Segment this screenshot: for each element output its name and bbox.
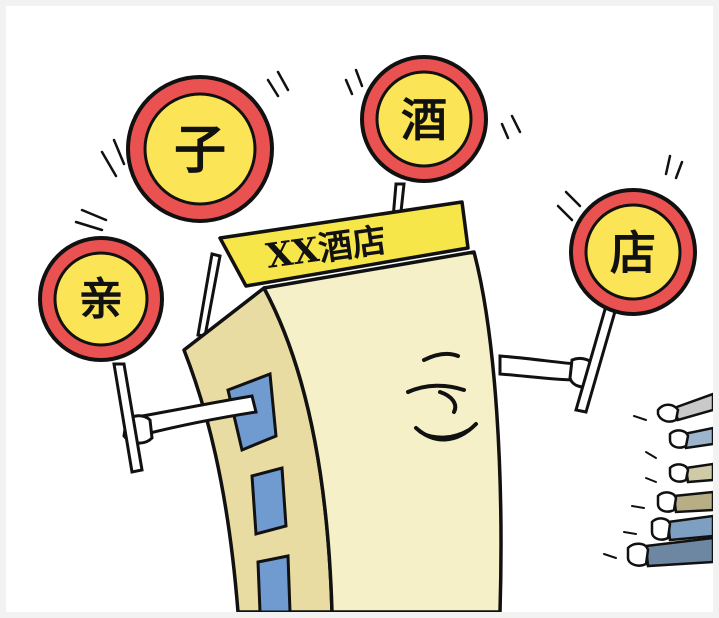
- building-front: [262, 250, 503, 612]
- reaching-arm: [672, 392, 713, 422]
- reaching-arm: [672, 490, 713, 514]
- svg-text:子: 子: [174, 120, 226, 181]
- reaching-arm: [644, 536, 713, 568]
- svg-text:酒: 酒: [401, 93, 447, 147]
- sign-dian: 店: [569, 188, 697, 316]
- building-face: [406, 351, 478, 442]
- cartoon-illustration: XX酒店 亲 子: [6, 6, 713, 612]
- right-arm: [498, 354, 598, 389]
- svg-text:店: 店: [610, 226, 656, 280]
- svg-text:亲: 亲: [79, 274, 123, 325]
- reaching-arm: [666, 514, 713, 542]
- window: [256, 554, 292, 612]
- sign-zi: 子: [126, 75, 274, 223]
- hotel-banner: [218, 200, 470, 288]
- motion-lines: [74, 68, 684, 232]
- reaching-arms: [626, 392, 713, 568]
- reaching-arm: [684, 462, 713, 484]
- window: [250, 466, 288, 536]
- sign-qin: 亲: [38, 236, 164, 362]
- motion-lines-hands: [603, 415, 657, 559]
- sign-jiu: 酒: [360, 55, 488, 183]
